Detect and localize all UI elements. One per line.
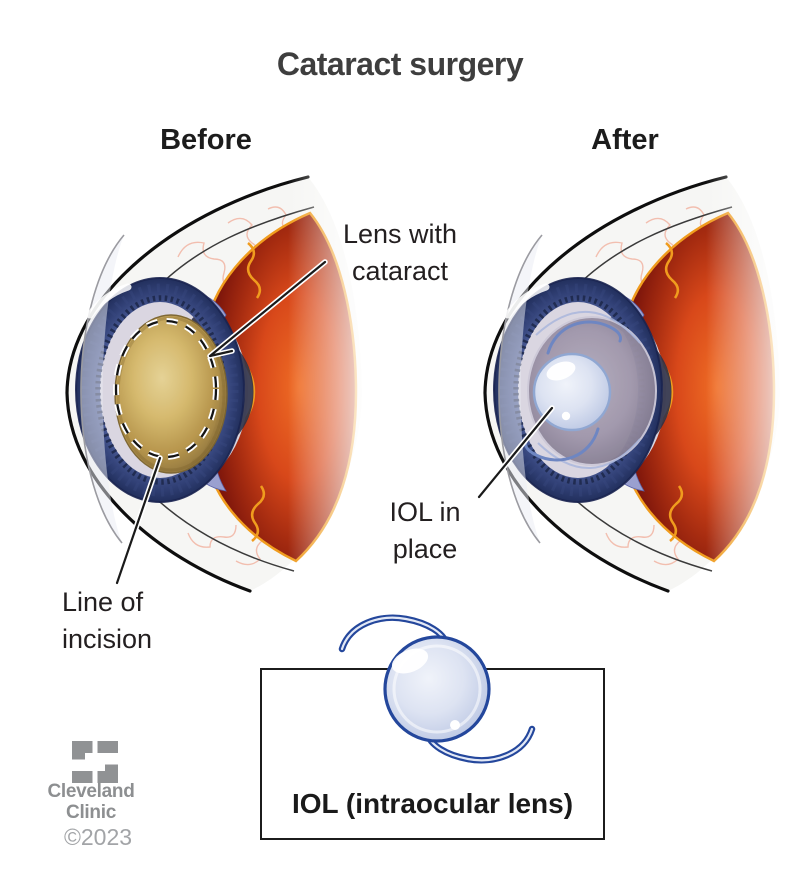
label-line: incision bbox=[62, 624, 153, 654]
cataract-lens bbox=[114, 314, 228, 474]
label-iol-in-place: IOL in place bbox=[365, 494, 485, 568]
iol-standalone-illustration bbox=[338, 614, 536, 764]
label-lens-with-cataract: Lens with cataract bbox=[330, 216, 470, 290]
after-heading: After bbox=[591, 124, 659, 156]
label-line: IOL in bbox=[389, 497, 461, 527]
label-line: Lens with bbox=[342, 219, 458, 249]
before-heading: Before bbox=[160, 124, 252, 156]
org-name-line: Clinic bbox=[66, 802, 116, 823]
label-line: Line of bbox=[62, 587, 144, 617]
label-line-of-incision: Line of incision bbox=[62, 584, 212, 658]
copyright-notice: ©2023 bbox=[63, 824, 133, 850]
iol-legend-label: IOL (intraocular lens) bbox=[291, 788, 574, 819]
label-line: cataract bbox=[351, 256, 449, 286]
label-line: place bbox=[392, 534, 458, 564]
incision-dashed-ellipse bbox=[113, 318, 219, 460]
page-title: Cataract surgery bbox=[276, 46, 524, 82]
after-eye-illustration bbox=[485, 173, 800, 605]
cleveland-clinic-logo-icon bbox=[72, 741, 118, 783]
org-name-line: Cleveland bbox=[47, 781, 135, 802]
before-eye-illustration bbox=[67, 173, 400, 605]
cleveland-clinic-wordmark: Cleveland Clinic bbox=[31, 781, 151, 823]
eye-cross-section-illustrations bbox=[50, 165, 800, 605]
